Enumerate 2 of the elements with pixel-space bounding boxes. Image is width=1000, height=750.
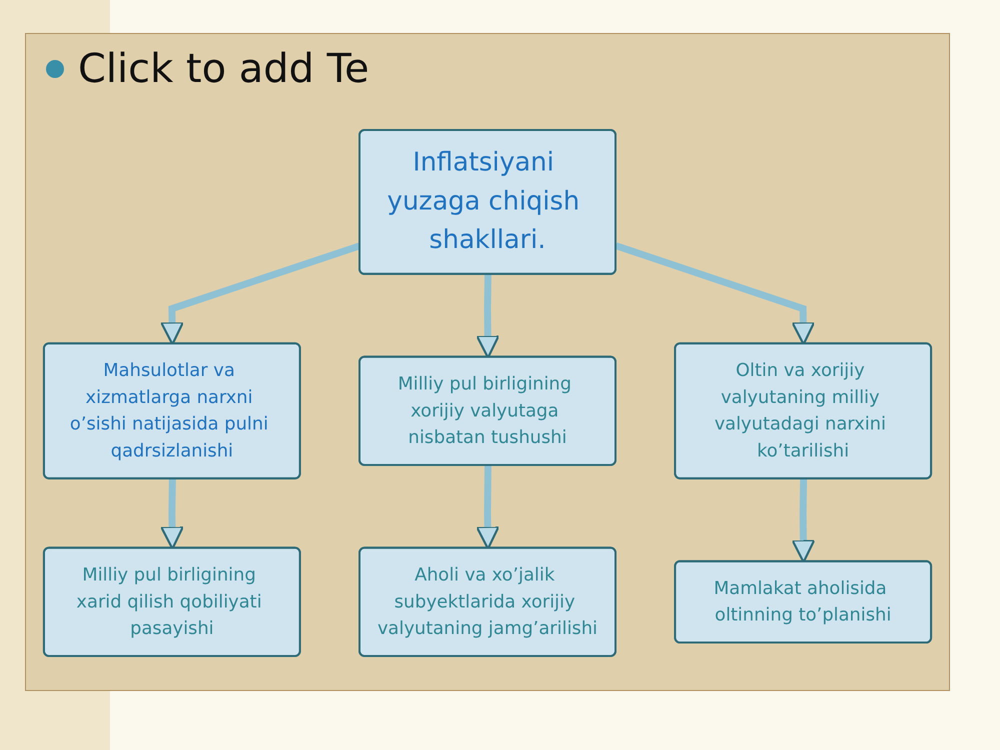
slide-panel: Click to add Te Inflatsiyani yuzaga chiqish shakllari. Mahsulotlar va xizmatlarga narxni o’sishi natijasida pulni qadrsizlanishi Milliy pul birligining xorijiy valyutaga nisbatan tushushi Oltin va xorijiy valyutaning milliy valyutadagi narxini ko’tarilishi Milliy pul birligining xarid qilish qobiliyati pasayishi Aholi va xo’jalik subyektlarida xorijiy valyutaning jamg’arilishi Mamlakat aholisida oltinning to’planishi xyxy=(25,33,950,691)
bullet-text: Click to add Te xyxy=(78,46,370,92)
